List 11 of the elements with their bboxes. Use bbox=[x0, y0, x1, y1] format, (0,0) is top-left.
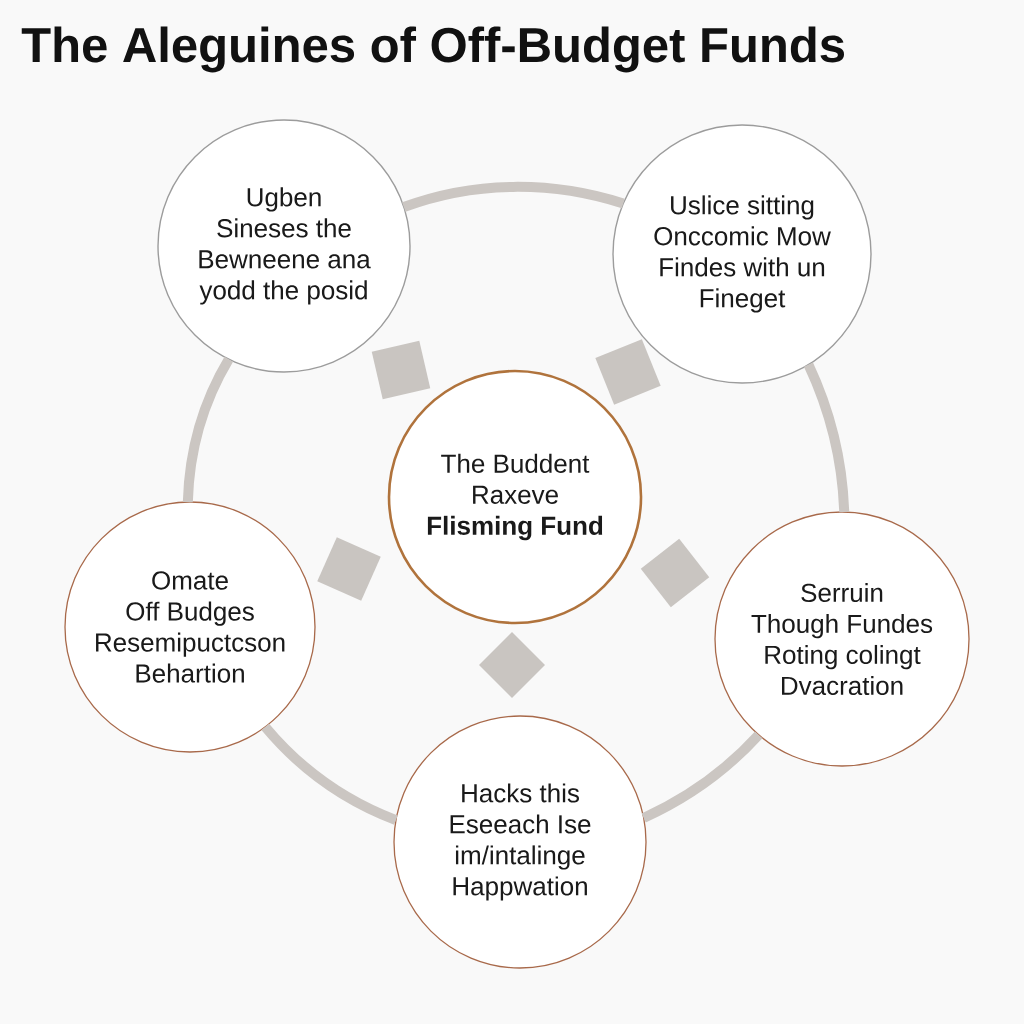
diamond-shape bbox=[479, 632, 545, 698]
diamond-shape bbox=[595, 339, 661, 405]
ring-arc bbox=[803, 362, 850, 513]
ring-arc bbox=[641, 731, 763, 823]
ring-arc bbox=[261, 723, 398, 825]
diamond-shape bbox=[371, 340, 431, 400]
title: The Aleguines of Off-Budget Funds bbox=[21, 26, 844, 73]
diamond-shape bbox=[640, 538, 710, 608]
ring-arc bbox=[402, 181, 625, 212]
ring-arc bbox=[182, 356, 234, 503]
diamond-shape bbox=[317, 537, 381, 601]
